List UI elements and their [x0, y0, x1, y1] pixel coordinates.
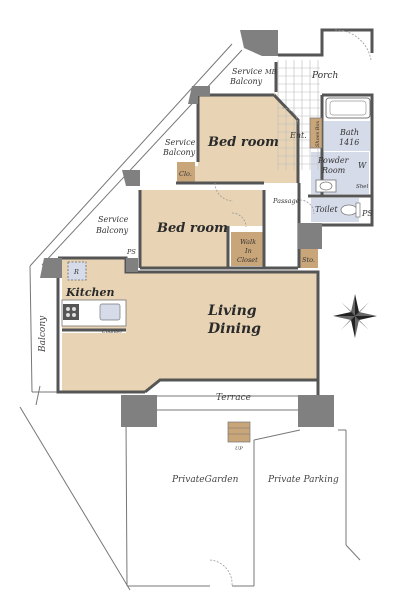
- bath-size-label: 1416: [339, 138, 359, 147]
- bath-fill: [324, 121, 370, 151]
- private-parking-label: Private Parking: [267, 475, 339, 485]
- service-balcony-mid-label: Service: [165, 138, 196, 147]
- kitchen-label: Kitchen: [65, 286, 115, 299]
- labels: Bed room Bed room Living Dining Kitchen …: [38, 67, 373, 485]
- porch-label: Porch: [311, 71, 338, 81]
- w-label: W: [358, 161, 367, 170]
- sto-label: Sto.: [302, 256, 315, 264]
- service-balcony-low-label: Service: [98, 215, 129, 224]
- shel-label: Shel: [356, 184, 369, 190]
- ps-left-label: PS: [126, 248, 136, 256]
- pillar-terrace-left: [121, 395, 157, 427]
- service-balcony-top-label-2: Balcony: [229, 77, 263, 86]
- clo-label: Clo.: [179, 170, 192, 178]
- pillar-terrace-right: [298, 395, 334, 427]
- bed-room-upper-fill: [195, 92, 298, 183]
- shoes-box: [309, 117, 323, 149]
- walk-in-closet-label-1: Walk: [240, 238, 256, 246]
- site-lines: [19, 385, 361, 591]
- service-balcony-top-label: Service: [232, 67, 263, 76]
- toilet-label: Toilet: [315, 205, 338, 214]
- stove-icon: [63, 304, 79, 320]
- sink-icon: [319, 181, 333, 191]
- walk-in-closet-label-3: Closet: [237, 256, 258, 264]
- pillars: [40, 30, 334, 427]
- ps-right-label: PS: [361, 209, 373, 218]
- sto-fill: [300, 249, 318, 268]
- pillar-top-left: [240, 30, 278, 56]
- fixtures: [61, 97, 371, 443]
- bed-room-lower-fill: [140, 190, 264, 268]
- pillar-mid: [122, 170, 140, 186]
- balcony-label: Balcony: [38, 315, 48, 353]
- clo-fill: [177, 162, 195, 182]
- mb-label: MB: [264, 68, 277, 76]
- refrigerator: [67, 261, 87, 281]
- service-balcony-low-label-2: Balcony: [95, 226, 129, 235]
- service-balcony-mid-label-2: Balcony: [162, 148, 196, 157]
- steps-up: [227, 421, 251, 443]
- bathtub: [325, 97, 371, 119]
- bath-label: Bath: [339, 128, 359, 137]
- living-label: Living: [207, 303, 257, 319]
- powder-room-label-2: Room: [321, 166, 346, 175]
- walk-in-closet-label-2: In: [244, 247, 252, 255]
- up-label: UP: [235, 446, 243, 452]
- toilet-icon: [340, 204, 358, 216]
- walk-in-closet-fill: [231, 232, 264, 266]
- kitchen-sink: [99, 303, 121, 321]
- private-garden-label: PrivateGarden: [171, 475, 239, 485]
- pillar-mid-upper: [188, 86, 210, 104]
- doors: [209, 29, 372, 587]
- passage-label: Passage: [272, 197, 300, 205]
- dining-label: Dining: [207, 321, 261, 337]
- pillar-left: [40, 258, 62, 278]
- compass-icon: [333, 294, 377, 338]
- terrace-label: Terrace: [216, 393, 251, 403]
- pillar-right-top: [298, 223, 322, 249]
- bed-room-upper-label: Bed room: [207, 135, 279, 150]
- pillar-kitchen-small: [126, 258, 138, 272]
- bed-room-lower-label: Bed room: [156, 221, 228, 236]
- powder-room-label: Powder: [317, 156, 350, 165]
- r-label: R: [73, 268, 79, 276]
- shoes-box-label: Shoes Box: [315, 121, 321, 147]
- ent-label: Ent.: [289, 131, 307, 140]
- counter-label: Counter: [102, 329, 123, 335]
